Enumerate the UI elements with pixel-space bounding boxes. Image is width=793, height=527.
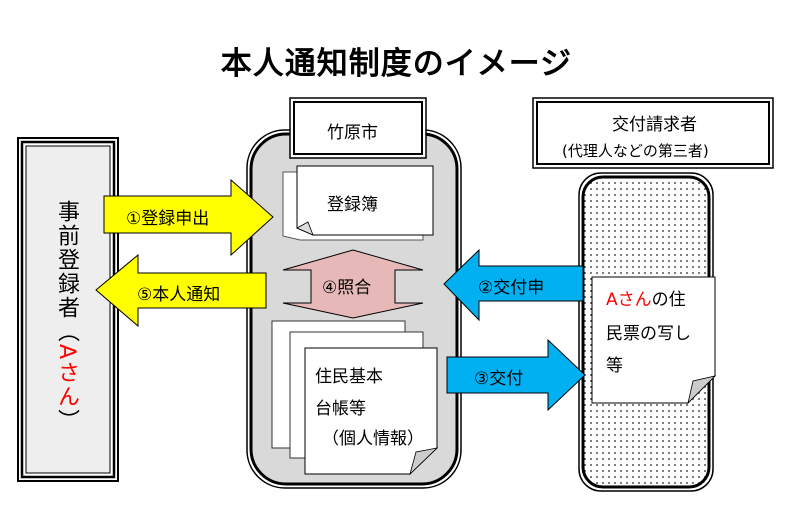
arrow-label-issuance: ③交付 bbox=[474, 369, 524, 389]
arrow-label-issuance-request: ②交付申 bbox=[478, 278, 545, 298]
arrow-verification bbox=[282, 249, 424, 319]
city-label: 竹原市 bbox=[327, 123, 378, 143]
requester-label: 交付請求者 bbox=[612, 115, 697, 135]
arrow-label-personal-notification: ⑤本人通知 bbox=[137, 285, 221, 305]
resident-register-document-icon bbox=[271, 320, 439, 476]
pre-registrant-label: 事前登録者（Aさん） bbox=[50, 200, 82, 433]
requester-sublabel: (代理人などの第三者) bbox=[562, 142, 709, 160]
certificate-doc-line3: 等 bbox=[606, 356, 623, 376]
arrow-issuance-request bbox=[443, 248, 584, 322]
resident-doc-line2: 台帳等 bbox=[315, 399, 366, 419]
arrow-issuance bbox=[446, 338, 586, 412]
arrow-label-registration-request: ①登録申出 bbox=[126, 209, 210, 229]
person-a-name: Aさん bbox=[54, 344, 79, 410]
pre-registrant-box bbox=[17, 137, 119, 482]
certificate-doc-line1: Aさんの住 bbox=[606, 285, 686, 310]
person-a-name-doc: Aさん bbox=[606, 290, 652, 310]
arrow-registration-request bbox=[103, 178, 274, 257]
arrow-personal-notification bbox=[95, 253, 267, 328]
diagram-title: 本人通知制度のイメージ bbox=[220, 46, 573, 82]
registry-document-icon bbox=[282, 165, 434, 241]
city-label-box bbox=[289, 97, 427, 159]
paren-open: （ bbox=[54, 320, 79, 344]
resident-certificate-document-icon bbox=[591, 276, 717, 405]
paren-close: ） bbox=[54, 409, 79, 434]
certificate-doc-line1-rest: の住 bbox=[651, 290, 686, 310]
arrow-label-verification: ④照合 bbox=[322, 278, 372, 298]
resident-doc-line3: （個人情報） bbox=[322, 429, 424, 449]
pre-registrant-text: 事前登録者 bbox=[54, 200, 79, 320]
resident-doc-line1: 住民基本 bbox=[315, 367, 383, 387]
requester-label-box bbox=[532, 97, 774, 169]
registry-label: 登録簿 bbox=[327, 195, 378, 215]
certificate-doc-line2: 民票の写し bbox=[606, 324, 691, 344]
